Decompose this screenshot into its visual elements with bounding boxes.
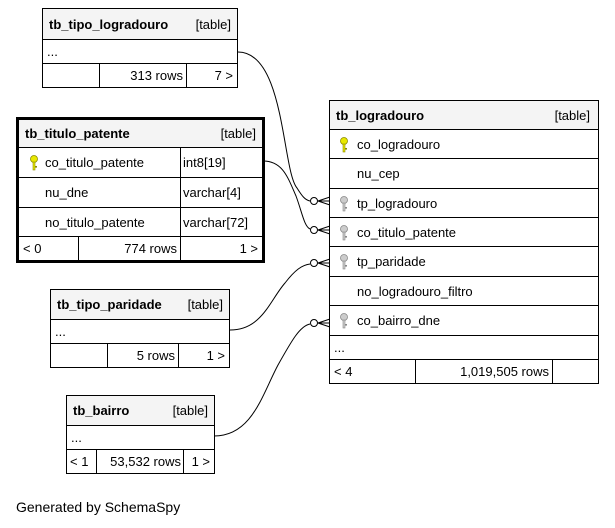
column-row[interactable]: co_titulo_patente int8[19] — [19, 148, 262, 178]
table-type: [table] — [187, 297, 223, 312]
column-name: co_titulo_patente — [357, 224, 457, 240]
column-row[interactable]: nu_cep — [330, 159, 598, 189]
table-name: tb_logradouro — [336, 107, 425, 123]
table-ellipsis-row: ... — [330, 336, 598, 360]
table-tb-titulo-patente[interactable]: tb_titulo_patente [table] co_titulo_pate… — [16, 117, 265, 263]
ellipsis: ... — [71, 430, 82, 445]
ellipsis: ... — [55, 324, 66, 339]
column-row[interactable]: co_titulo_patente — [330, 218, 598, 247]
primary-key-icon — [340, 137, 348, 153]
edge-titulo-patente — [262, 160, 311, 230]
column-name: no_titulo_patente — [45, 214, 145, 230]
table-tb-bairro[interactable]: tb_bairro [table] ... < 1 53,532 rows 1 … — [66, 395, 215, 474]
edge-tipo-paridade — [229, 263, 311, 331]
foreign-key-icon — [340, 225, 348, 241]
foreign-key-icon — [340, 313, 348, 329]
column-type: int8[19] — [183, 155, 226, 170]
generated-by-footer: Generated by SchemaSpy — [16, 499, 181, 515]
table-type: [table] — [220, 126, 256, 141]
table-name: tb_tipo_logradouro — [49, 16, 169, 32]
table-type: [table] — [195, 16, 231, 32]
column-name: co_logradouro — [357, 136, 441, 152]
table-type: [table] — [172, 403, 208, 418]
table-stats-row: < 4 1,019,505 rows — [330, 360, 598, 383]
column-name: co_bairro_dne — [357, 313, 441, 328]
table-stats-row: 5 rows 1 > — [51, 344, 229, 367]
child-count: 1 > — [191, 454, 210, 469]
table-header: tb_tipo_logradouro [table] — [43, 9, 237, 40]
table-tb-tipo-logradouro[interactable]: tb_tipo_logradouro [table] ... 313 rows … — [42, 8, 238, 88]
row-count: 1,019,505 rows — [460, 364, 549, 379]
table-tb-logradouro[interactable]: tb_logradouro [table] co_logradouro nu_c… — [329, 100, 599, 384]
parent-count: < 1 — [70, 454, 89, 469]
ellipsis: ... — [47, 44, 58, 59]
table-name: tb_tipo_paridade — [57, 297, 162, 312]
child-count: 1 > — [239, 241, 258, 256]
parent-count: < 0 — [23, 241, 42, 256]
table-stats-row: < 1 53,532 rows 1 > — [67, 450, 214, 473]
table-ellipsis-row: ... — [67, 426, 214, 450]
table-header: tb_bairro [table] — [67, 396, 214, 426]
table-stats-row: < 0 774 rows 1 > — [19, 237, 262, 260]
child-count: 1 > — [206, 348, 225, 363]
column-name: no_logradouro_filtro — [357, 283, 473, 299]
foreign-key-icon — [340, 254, 348, 270]
column-name: co_titulo_patente — [45, 155, 145, 170]
table-type: [table] — [554, 107, 590, 123]
column-row[interactable]: no_titulo_patente varchar[72] — [19, 208, 262, 237]
table-tb-tipo-paridade[interactable]: tb_tipo_paridade [table] ... 5 rows 1 > — [50, 289, 230, 368]
table-stats-row: 313 rows 7 > — [43, 64, 237, 87]
crowfoot-co-bairro-dne — [310, 318, 331, 328]
column-row[interactable]: co_logradouro — [330, 130, 598, 159]
table-ellipsis-row: ... — [51, 320, 229, 344]
table-header: tb_tipo_paridade [table] — [51, 290, 229, 320]
column-row[interactable]: no_logradouro_filtro — [330, 277, 598, 306]
crowfoot-tp-logradouro — [310, 196, 331, 206]
parent-count: < 4 — [334, 364, 353, 379]
row-count: 774 rows — [124, 241, 177, 256]
table-header: tb_titulo_patente [table] — [19, 120, 262, 148]
row-count: 5 rows — [136, 348, 175, 363]
foreign-key-icon — [340, 196, 348, 212]
child-count: 7 > — [214, 68, 233, 83]
column-row[interactable]: tp_logradouro — [330, 189, 598, 218]
ellipsis: ... — [334, 340, 345, 355]
row-count: 313 rows — [130, 68, 183, 83]
column-row[interactable]: nu_dne varchar[4] — [19, 178, 262, 208]
column-type: varchar[4] — [183, 185, 241, 200]
column-name: nu_cep — [357, 166, 400, 181]
edge-tipo-logradouro — [237, 51, 311, 202]
table-name: tb_titulo_patente — [25, 126, 130, 141]
column-row[interactable]: co_bairro_dne — [330, 306, 598, 336]
column-type: varchar[72] — [183, 214, 249, 230]
column-row[interactable]: tp_paridade — [330, 247, 598, 277]
row-count: 53,532 rows — [110, 454, 181, 469]
primary-key-icon — [30, 155, 38, 171]
table-header: tb_logradouro [table] — [330, 101, 598, 130]
column-name: tp_logradouro — [357, 195, 438, 211]
column-name: nu_dne — [45, 185, 89, 200]
crowfoot-tp-paridade — [310, 258, 331, 268]
table-ellipsis-row: ... — [43, 40, 237, 64]
edge-bairro — [213, 323, 311, 437]
column-name: tp_paridade — [357, 254, 426, 269]
crowfoot-co-titulo-patente — [310, 225, 331, 235]
table-name: tb_bairro — [73, 403, 130, 418]
